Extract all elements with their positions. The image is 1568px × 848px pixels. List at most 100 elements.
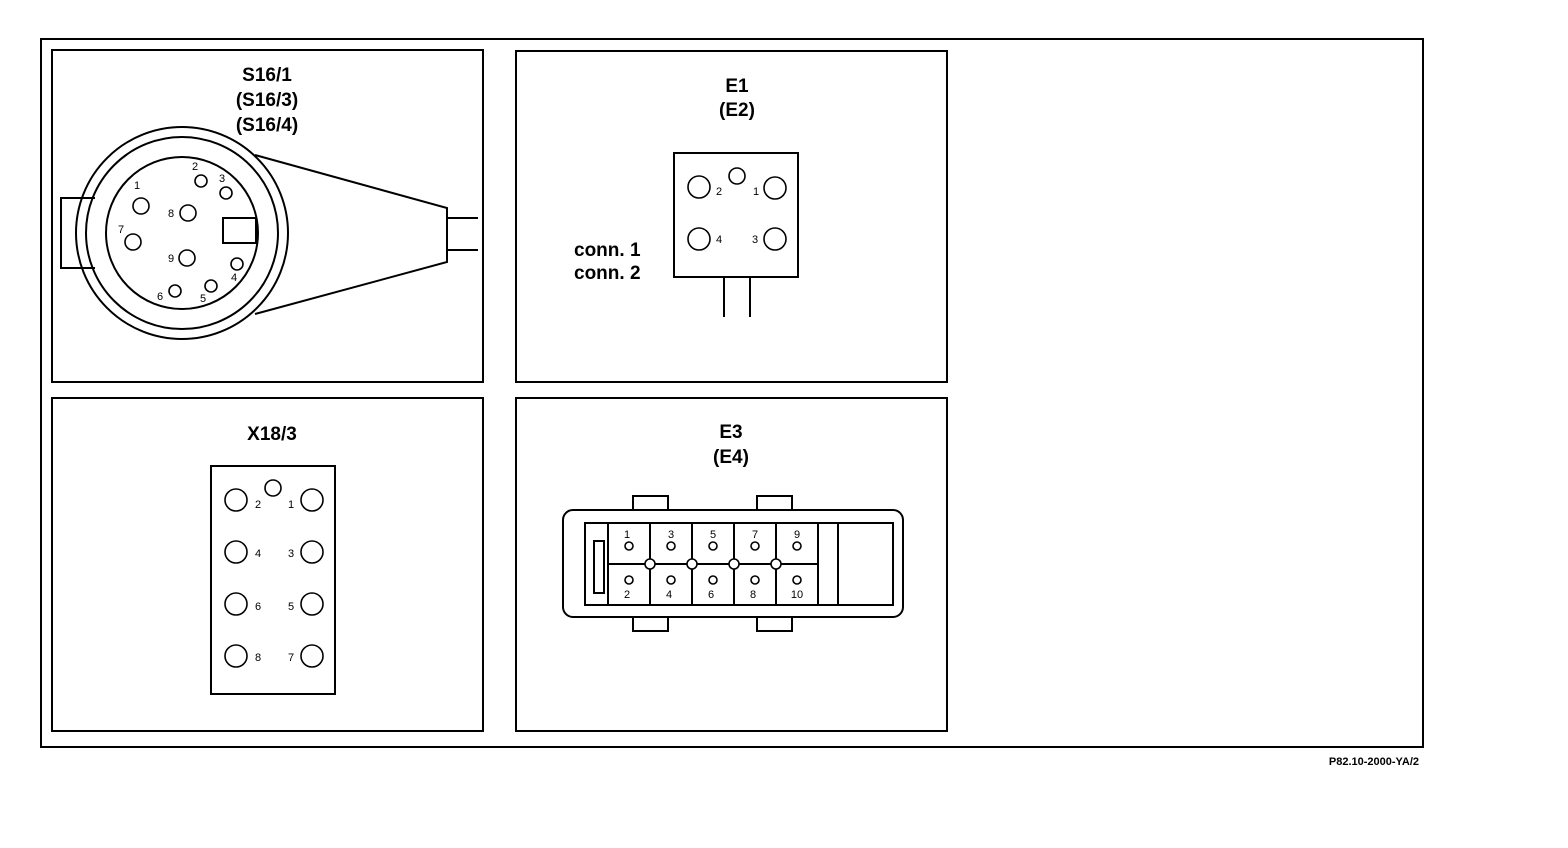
panel-x18-border bbox=[51, 397, 484, 732]
cable-taper bbox=[254, 154, 448, 315]
pin-label-6: 6 bbox=[255, 601, 261, 613]
pin-label-5: 5 bbox=[200, 293, 206, 305]
pin-label-7: 7 bbox=[288, 652, 294, 664]
side-key bbox=[593, 540, 605, 594]
pin-label-7: 7 bbox=[118, 224, 124, 236]
pin-label-3: 3 bbox=[752, 234, 758, 246]
pin-7 bbox=[750, 541, 760, 551]
pin-label-2: 2 bbox=[192, 161, 198, 173]
pin-2 bbox=[194, 174, 208, 188]
pin-label-9: 9 bbox=[168, 253, 174, 265]
connector-end-block bbox=[837, 522, 894, 606]
pin-label-2: 2 bbox=[716, 186, 722, 198]
pin-2 bbox=[624, 575, 634, 585]
locking-tab bbox=[60, 197, 95, 269]
panel-s16: S16/1 (S16/3) (S16/4) 1 bbox=[51, 49, 484, 383]
pin-5 bbox=[204, 279, 218, 293]
panel-s16-title-3: (S16/4) bbox=[236, 115, 298, 136]
pin-label-6: 6 bbox=[708, 589, 714, 601]
connector-leads bbox=[723, 277, 751, 317]
panel-s16-border bbox=[51, 49, 484, 383]
panel-e3-title-2: (E4) bbox=[713, 447, 749, 468]
coding-hole bbox=[686, 558, 698, 570]
keyway-slot bbox=[222, 217, 257, 244]
pin-label-4: 4 bbox=[666, 589, 672, 601]
pin-7 bbox=[124, 233, 142, 251]
outer-frame bbox=[40, 38, 1424, 748]
pin-1 bbox=[763, 176, 787, 200]
pin-1 bbox=[300, 488, 324, 512]
pin-label-3: 3 bbox=[288, 548, 294, 560]
pin-label-5: 5 bbox=[288, 601, 294, 613]
pin-2 bbox=[224, 488, 248, 512]
cable-stub bbox=[447, 217, 478, 251]
pin-label-1: 1 bbox=[753, 186, 759, 198]
pin-6 bbox=[708, 575, 718, 585]
pin-3 bbox=[763, 227, 787, 251]
panel-x18-title: X18/3 bbox=[247, 424, 297, 445]
pin-1 bbox=[132, 197, 150, 215]
pin-label-5: 5 bbox=[710, 529, 716, 541]
pin-4 bbox=[666, 575, 676, 585]
coding-hole bbox=[264, 479, 282, 497]
pin-label-10: 10 bbox=[791, 589, 803, 601]
panel-e3-title-1: E3 bbox=[719, 422, 742, 443]
pin-9 bbox=[178, 249, 196, 267]
eight-pin-connector-drawing: 2 1 4 3 6 5 8 7 bbox=[210, 465, 336, 695]
pin-4 bbox=[224, 540, 248, 564]
conn-label-1: conn. 1 bbox=[574, 240, 641, 261]
panel-e1-title-2: (E2) bbox=[719, 100, 755, 121]
latch-tab-bottom-left bbox=[632, 616, 669, 632]
panel-e3: E3 (E4) bbox=[515, 397, 948, 732]
panel-s16-title-1: S16/1 bbox=[242, 65, 292, 86]
connector-outer-ring bbox=[75, 126, 289, 340]
conn-label-2: conn. 2 bbox=[574, 263, 641, 284]
coding-hole bbox=[770, 558, 782, 570]
pin-label-7: 7 bbox=[752, 529, 758, 541]
pin-6 bbox=[224, 592, 248, 616]
connector-inner-ring bbox=[85, 136, 279, 330]
ten-pin-connector-drawing: 1 3 5 7 9 2 4 6 8 10 bbox=[562, 495, 904, 632]
coding-hole bbox=[728, 167, 746, 185]
pin-7 bbox=[300, 644, 324, 668]
pin-label-8: 8 bbox=[168, 208, 174, 220]
latch-tab-top-right bbox=[756, 495, 793, 511]
latch-tab-bottom-right bbox=[756, 616, 793, 632]
pin-label-6: 6 bbox=[157, 291, 163, 303]
pin-label-1: 1 bbox=[288, 499, 294, 511]
pin-1 bbox=[624, 541, 634, 551]
pin-label-4: 4 bbox=[231, 272, 237, 284]
pin-4 bbox=[687, 227, 711, 251]
pin-label-4: 4 bbox=[255, 548, 261, 560]
pin-3 bbox=[300, 540, 324, 564]
four-pin-connector-drawing: 2 1 4 3 bbox=[673, 152, 799, 317]
pin-label-1: 1 bbox=[624, 529, 630, 541]
pin-8 bbox=[224, 644, 248, 668]
pin-3 bbox=[666, 541, 676, 551]
panel-x18: X18/3 2 1 4 3 6 5 8 7 bbox=[51, 397, 484, 732]
pin-label-9: 9 bbox=[794, 529, 800, 541]
pin-label-3: 3 bbox=[668, 529, 674, 541]
pin-label-1: 1 bbox=[134, 180, 140, 192]
round-connector-drawing: 1 2 3 4 5 6 7 8 9 bbox=[60, 126, 478, 340]
panel-e1-title-1: E1 bbox=[725, 76, 749, 97]
pin-label-8: 8 bbox=[750, 589, 756, 601]
coding-hole bbox=[728, 558, 740, 570]
pin-9 bbox=[792, 541, 802, 551]
pin-label-3: 3 bbox=[219, 173, 225, 185]
latch-tab-top-left bbox=[632, 495, 669, 511]
pin-label-2: 2 bbox=[255, 499, 261, 511]
pin-4 bbox=[230, 257, 244, 271]
pin-label-4: 4 bbox=[716, 234, 722, 246]
connector-face bbox=[105, 156, 259, 310]
connector-housing bbox=[210, 465, 336, 695]
pin-8 bbox=[179, 204, 197, 222]
pin-5 bbox=[300, 592, 324, 616]
pin-10 bbox=[792, 575, 802, 585]
panel-e1-border bbox=[515, 50, 948, 383]
pin-3 bbox=[219, 186, 233, 200]
pin-6 bbox=[168, 284, 182, 298]
pin-label-8: 8 bbox=[255, 652, 261, 664]
pin-2 bbox=[687, 175, 711, 199]
